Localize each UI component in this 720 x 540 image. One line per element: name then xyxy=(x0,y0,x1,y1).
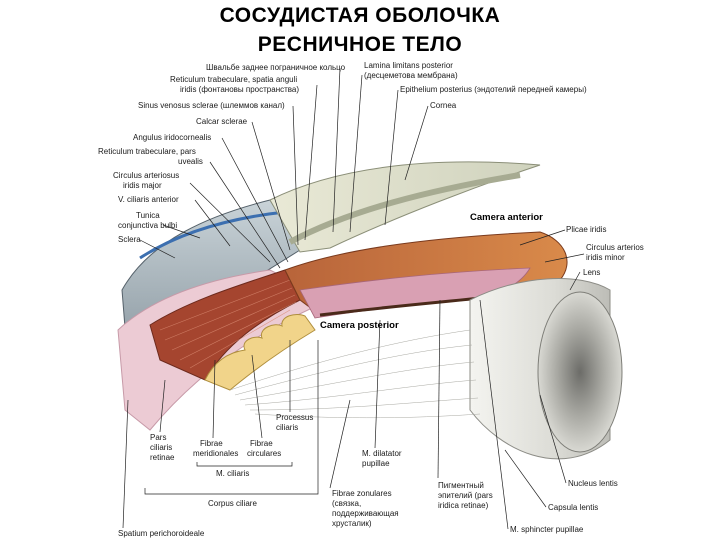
right-leader-lines xyxy=(349,74,585,530)
label-capsula-lentis: Capsula lentis xyxy=(548,503,598,512)
label-tunica-1: Tunica xyxy=(136,211,160,220)
label-processus-1: Processus xyxy=(276,413,313,422)
label-pigment-3: iridica retinae) xyxy=(438,501,489,510)
label-zonulares-2: (связка, xyxy=(332,499,361,508)
label-reticulum-trabeculare-2b: uvealis xyxy=(178,157,203,166)
label-m-dilatator-1: M. dilatator xyxy=(362,449,402,458)
label-reticulum-trabeculare-1: Reticulum trabeculare, spatia anguli xyxy=(170,75,297,84)
label-spatium: Spatium perichoroideale xyxy=(118,529,205,538)
label-plicae-iridis: Plicae iridis xyxy=(566,225,606,234)
label-tunica-2: conjunctiva bulbi xyxy=(118,221,177,230)
label-zonulares-4: хрусталик) xyxy=(332,519,372,528)
label-zonulares-3: поддерживающая xyxy=(332,509,399,518)
label-lens: Lens xyxy=(583,268,600,277)
label-pigment-1: Пигментный xyxy=(438,481,484,490)
page-title-line-1: СОСУДИСТАЯ ОБОЛОЧКА xyxy=(219,4,501,27)
label-lamina-1: Lamina limitans posterior xyxy=(364,61,453,70)
label-pars-1: Pars xyxy=(150,433,166,442)
label-circulus-minor-1: Circulus arterios xyxy=(586,243,644,252)
ciliary-processes-shape xyxy=(204,313,316,391)
label-angulus: Angulus iridocornealis xyxy=(133,133,211,142)
muscle-fibers xyxy=(159,279,297,369)
label-fibrae-meridionales-1: Fibrae xyxy=(200,439,223,448)
conjunctiva-shape xyxy=(139,210,286,260)
left-leader-lines xyxy=(139,67,341,269)
label-calcar-sclerae: Calcar sclerae xyxy=(196,117,248,126)
label-m-ciliaris: M. ciliaris xyxy=(216,469,249,478)
cornea-inner-layer xyxy=(288,172,521,245)
label-reticulum-trabeculare-2: Reticulum trabeculare, pars xyxy=(98,147,196,156)
label-cornea: Cornea xyxy=(430,101,457,110)
label-processus-2: ciliaris xyxy=(276,423,298,432)
label-lamina-2: (десцеметова мембрана) xyxy=(364,71,458,80)
label-corpus-ciliare: Corpus ciliare xyxy=(208,499,257,508)
label-v-ciliaris: V. ciliaris anterior xyxy=(118,195,179,204)
label-epithelium: Epithelium posterius (эндотелий передней… xyxy=(400,85,587,94)
label-fibrae-circulares-1: Fibrae xyxy=(250,439,273,448)
zonular-fibers xyxy=(229,329,481,419)
label-fibrae-circulares-2: circulares xyxy=(247,449,281,458)
label-m-dilatator-2: pupillae xyxy=(362,459,390,468)
page-title-line-2: РЕСНИЧНОЕ ТЕЛО xyxy=(257,33,463,56)
bottom-leader-lines xyxy=(122,319,381,529)
label-sinus-venosus: Sinus venosus sclerae (шлеммов канал) xyxy=(138,101,285,110)
label-circulus-minor-2: iridis minor xyxy=(586,253,625,262)
label-sclera: Sclera xyxy=(118,235,141,244)
label-circulus-major-2: iridis major xyxy=(123,181,162,190)
label-zonulares-1: Fibrae zonulares xyxy=(332,489,392,498)
label-pars-3: retinae xyxy=(150,453,175,462)
label-camera-posterior: Camera posterior xyxy=(320,320,399,331)
lens-face xyxy=(537,291,623,453)
label-m-sphincter: M. sphincter pupillae xyxy=(510,525,584,534)
label-reticulum-trabeculare-1b: iridis (фонтановы пространства) xyxy=(180,85,299,94)
label-camera-anterior: Camera anterior xyxy=(470,212,543,223)
label-pigment-2: эпителий (pars xyxy=(438,491,493,500)
label-circulus-major-1: Circulus arteriosus xyxy=(113,171,179,180)
label-schwalbe: Швальбе заднее пограничное кольцо xyxy=(206,63,346,72)
label-nucleus-lentis: Nucleus lentis xyxy=(568,479,618,488)
label-fibrae-meridionales-2: meridionales xyxy=(193,449,238,458)
label-pars-2: ciliaris xyxy=(150,443,172,452)
